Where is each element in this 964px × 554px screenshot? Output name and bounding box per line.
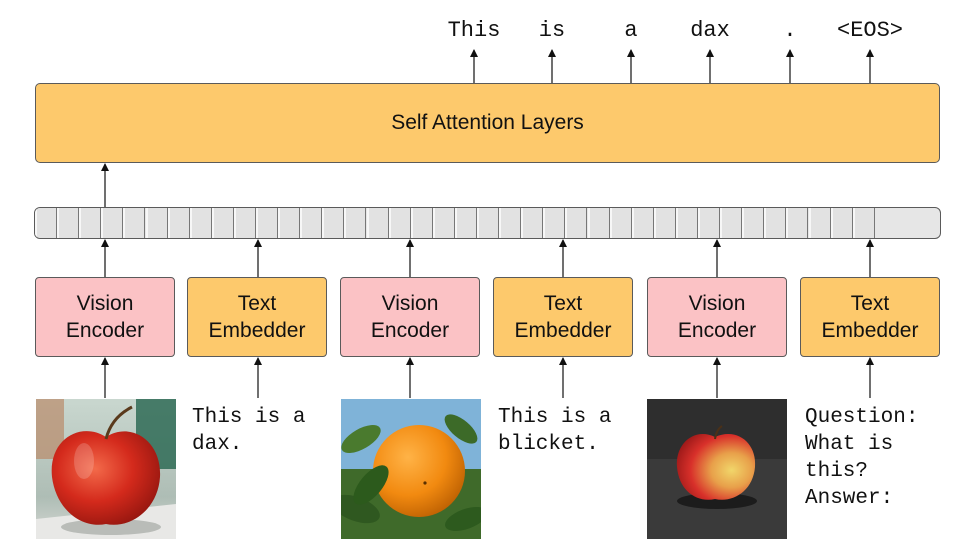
module-label-line1: Vision [688, 292, 746, 315]
token-cell [675, 208, 698, 238]
orange-image [341, 399, 481, 539]
token-cell [101, 208, 124, 238]
token-cell [366, 208, 389, 238]
self-attention-block: Self Attention Layers [35, 83, 940, 163]
module-label-line2: Encoder [370, 319, 450, 342]
token-cell [543, 208, 566, 238]
caption-text: Question: What is this? Answer: [805, 406, 919, 510]
vision-encoder-box: Vision Encoder [35, 277, 175, 357]
token-cell [35, 208, 58, 238]
vision-encoder-box: Vision Encoder [340, 277, 480, 357]
output-token: This [447, 18, 501, 43]
token-cell [653, 208, 676, 238]
token-cell [698, 208, 721, 238]
caption-text: This is a blicket. [498, 406, 612, 456]
output-token: . [783, 18, 797, 43]
token-cell [742, 208, 765, 238]
module-label-line1: Text [543, 292, 583, 315]
token-cell [233, 208, 256, 238]
token-cell [167, 208, 190, 238]
token-cell [499, 208, 522, 238]
token-cell [720, 208, 743, 238]
token-cell [432, 208, 455, 238]
module-label-line1: Text [237, 292, 277, 315]
output-token: <EOS> [836, 18, 904, 43]
module-label-line1: Text [850, 292, 890, 315]
output-token: a [624, 18, 638, 43]
token-cell [521, 208, 544, 238]
token-cell [454, 208, 477, 238]
token-cell [256, 208, 279, 238]
token-cell [145, 208, 168, 238]
apple-image [647, 399, 787, 539]
token-cell [477, 208, 500, 238]
token-cell [587, 208, 610, 238]
vision-encoder-box: Vision Encoder [647, 277, 787, 357]
module-label-line2: Encoder [65, 319, 145, 342]
text-embedder-box: Text Embedder [493, 277, 633, 357]
token-cell [808, 208, 831, 238]
token-cell [189, 208, 212, 238]
self-attention-label: Self Attention Layers [391, 111, 584, 134]
token-cell [79, 208, 102, 238]
token-sequence [34, 207, 941, 239]
token-cell [631, 208, 654, 238]
token-cell [609, 208, 632, 238]
token-cell [388, 208, 411, 238]
token-cell [565, 208, 588, 238]
module-label-line1: Vision [381, 292, 439, 315]
token-cell [410, 208, 433, 238]
token-cell [852, 208, 875, 238]
module-label-line2: Embedder [821, 319, 919, 342]
token-cell [764, 208, 787, 238]
caption-text: This is a dax. [192, 406, 306, 456]
token-cell [123, 208, 146, 238]
token-cell [786, 208, 809, 238]
text-embedder-box: Text Embedder [187, 277, 327, 357]
token-cell [211, 208, 234, 238]
module-label-line1: Vision [76, 292, 134, 315]
token-cell [300, 208, 323, 238]
module-label-line2: Encoder [677, 319, 757, 342]
output-token: is [538, 18, 566, 43]
module-label-line2: Embedder [514, 319, 612, 342]
output-token: dax [690, 18, 730, 43]
text-embedder-box: Text Embedder [800, 277, 940, 357]
token-cell [344, 208, 367, 238]
apple-image [36, 399, 176, 539]
token-cell [322, 208, 345, 238]
module-label-line2: Embedder [208, 319, 306, 342]
token-cell [830, 208, 853, 238]
token-cell [278, 208, 301, 238]
token-cell [57, 208, 80, 238]
